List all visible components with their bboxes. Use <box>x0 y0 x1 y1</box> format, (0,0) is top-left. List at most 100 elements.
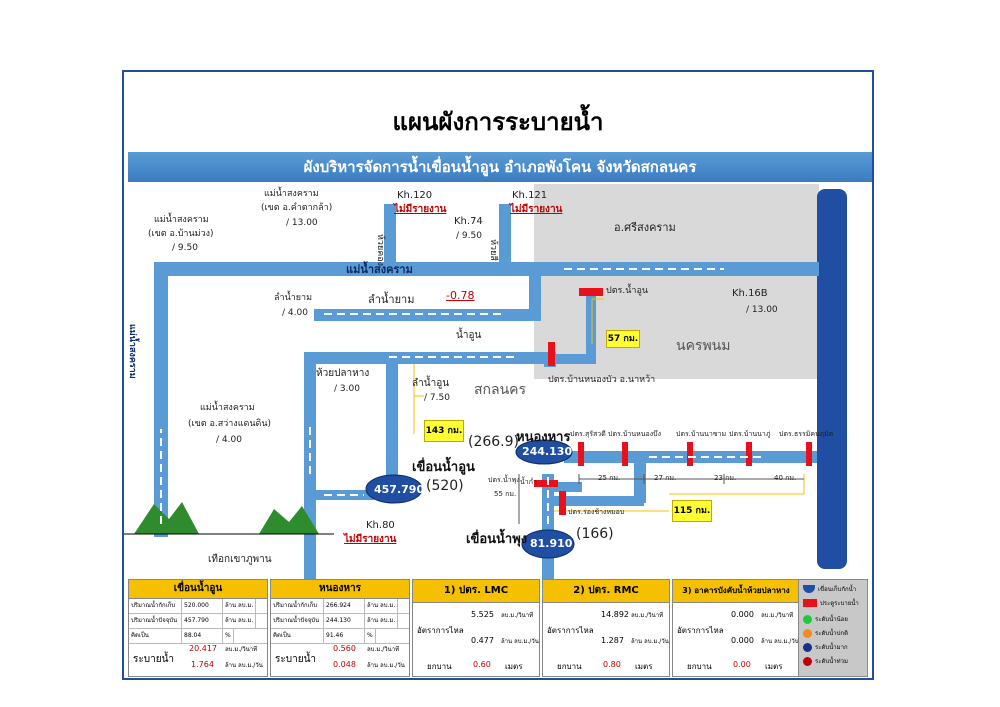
label-ptr-thammikan: ปตร.ธรรมิคนฤมิต <box>779 430 834 438</box>
yam-connector <box>529 276 541 321</box>
label-kh121: Kh.121 <box>512 190 548 201</box>
label-yam-value: -0.78 <box>446 289 475 302</box>
label-kh80: Kh.80 <box>366 520 395 531</box>
red-dot-icon <box>803 656 812 666</box>
lift-unit: เมตร <box>765 662 783 671</box>
label-dam-nam-un-vol: 457.790 <box>374 483 425 496</box>
label-dam-nam-phung-vol: 81.910 <box>530 537 573 550</box>
label-km55: 55 กม. <box>494 490 517 498</box>
label-ptr-nam-un: ปตร.น้ำอูน <box>606 286 649 296</box>
label-km25: 25 กม. <box>598 474 621 482</box>
discharge-unit: ล้าน ลบ.ม./วัน <box>225 662 263 669</box>
nam-un-down <box>386 364 398 484</box>
gate-nong-bueng <box>622 442 628 466</box>
gate-na-phu <box>746 442 752 466</box>
discharge-unit: ลบ.ม./วินาที <box>367 646 400 653</box>
label-songkhram-sawang-2: (เขต อ.สว่างแดนดิน) <box>188 419 272 429</box>
label-kh16b-val: / 13.00 <box>746 305 778 315</box>
discharge-value: 0.560 <box>333 644 356 653</box>
table-cell: 266.924 <box>324 599 365 613</box>
gate-nam-un <box>579 288 603 296</box>
label-huai-pla-hang-val: / 3.00 <box>334 384 360 394</box>
lift-unit: เมตร <box>505 662 523 671</box>
nong-han-link <box>554 496 644 506</box>
label-nong-han-cap: (266.9) <box>468 434 520 450</box>
blue-dot-icon <box>803 642 812 652</box>
discharge-label: ระบายน้ำ <box>133 654 175 665</box>
diagram-frame: แผนผังการระบายน้ำ ผังบริหารจัดการน้ำเขื่… <box>122 70 874 680</box>
table-cell: ล้าน ลบ.ม. <box>365 614 399 628</box>
distance-57: 57 กม. <box>606 330 640 348</box>
lift-value: 0.80 <box>603 660 621 669</box>
label-ptr-chang-mop: ปตร.ร่องช้างหมอบ <box>568 508 625 516</box>
mountain-right <box>259 506 319 534</box>
flow-value: 0.000 <box>731 636 754 645</box>
table-cell: 91.46 <box>324 629 365 643</box>
legend-low: ระดับน้ำน้อย <box>803 614 848 624</box>
legend-gate-label: ประตูระบายน้ำ <box>820 600 859 607</box>
table-lmc: 1) ปตร. LMC อัตราการไหล 5.525 ลบ.ม./วินา… <box>412 579 540 677</box>
flow-value: 5.525 <box>471 610 494 619</box>
kh121-branch <box>499 204 511 264</box>
gate-na-cham <box>687 442 693 466</box>
label-kh16b: Kh.16B <box>732 288 768 299</box>
gate-icon <box>803 599 817 607</box>
table-cell: 244.130 <box>324 614 365 628</box>
mountain-left <box>134 502 199 534</box>
table-nam-un-header: เขื่อนน้ำอูน <box>129 580 267 599</box>
table-cell: 457.790 <box>182 614 223 628</box>
lift-label: ยกบาน <box>687 662 712 671</box>
table-rmc-header: 2) ปตร. RMC <box>543 580 669 603</box>
label-lamnam-un-val: / 7.50 <box>424 393 450 403</box>
label-huai-si: ห้วยสี <box>487 239 498 261</box>
table-cell: ปริมาณน้ำปัจจุบัน <box>129 614 182 628</box>
discharge-value: 1.764 <box>191 660 214 669</box>
label-ptr-nam-phung: ปตร.น้ำพุง <box>488 476 520 484</box>
mekong-river <box>817 189 847 569</box>
label-nong-han: หนองหาร <box>516 430 571 445</box>
legend-normal-label: ระดับน้ำปกติ <box>815 630 848 637</box>
gate-surasi <box>578 442 584 466</box>
flow-label: อัตราการไหล <box>547 626 594 635</box>
flow-unit: ล้าน ลบ.ม./วัน <box>761 638 799 645</box>
table-huai: 3) อาคารบังคับน้ำห้วยปลาหาง อัตราการไหล … <box>672 579 800 677</box>
gate-thammikan <box>806 442 812 466</box>
label-kh121-status: ไม่มีรายงาน <box>510 204 563 215</box>
lift-unit: เมตร <box>635 662 653 671</box>
label-songkhram-kham: แม่น้ำสงคราม <box>264 189 319 199</box>
table-nong-han-header: หนองหาร <box>271 580 409 599</box>
label-lamnam-yam: ลำน้ำยาม <box>274 293 313 303</box>
table-cell: คิดเป็น <box>129 629 182 643</box>
label-kh74: Kh.74 <box>454 216 483 227</box>
page-title: แผนผังการระบายน้ำ <box>392 108 604 136</box>
label-ptr-nong-bua: ปตร.บ้านหนองบัว อ.นาหว้า <box>548 375 656 385</box>
flow-label: อัตราการไหล <box>677 626 724 635</box>
table-cell: ปริมาณน้ำปัจจุบัน <box>271 614 324 628</box>
discharge-value: 0.048 <box>333 660 356 669</box>
diagram-banner: ผังบริหารจัดการน้ำเขื่อนน้ำอูน อำเภอพังโ… <box>128 152 872 182</box>
label-nam-kam: น้ำก่ำ <box>520 478 537 486</box>
label-sakon-nakhon: สกลนคร <box>474 382 527 398</box>
table-cell: ล้าน ลบ.ม. <box>223 614 257 628</box>
label-km23: 23 กม. <box>714 474 737 482</box>
legend-normal: ระดับน้ำปกติ <box>803 628 848 638</box>
province-area <box>534 184 819 379</box>
dam-icon <box>803 585 815 593</box>
nam-kam-river <box>542 482 582 492</box>
nam-un-vertical <box>586 290 596 364</box>
legend-dam-label: เขื่อนเก็บกักน้ำ <box>818 586 857 593</box>
songkhram-left-branch <box>154 262 168 537</box>
nong-han-shape <box>515 439 573 465</box>
label-songkhram-kham-2: (เขต อ.คำตากล้า) <box>261 203 333 213</box>
label-phu-phan: เทือกเขาภูพาน <box>208 554 272 565</box>
orange-dot-icon <box>803 628 812 638</box>
lift-value: 0.00 <box>733 660 751 669</box>
table-cell: ล้าน ลบ.ม. <box>365 599 399 613</box>
flow-unit: ล้าน ลบ.ม./วัน <box>631 638 669 645</box>
label-kh120-status: ไม่มีรายงาน <box>394 204 447 215</box>
label-si-songkhram: อ.ศรีสงคราม <box>614 221 676 234</box>
table-cell: ล้าน ลบ.ม. <box>223 599 257 613</box>
yam-river <box>314 309 539 321</box>
legend-dam: เขื่อนเก็บกักน้ำ <box>803 584 856 594</box>
